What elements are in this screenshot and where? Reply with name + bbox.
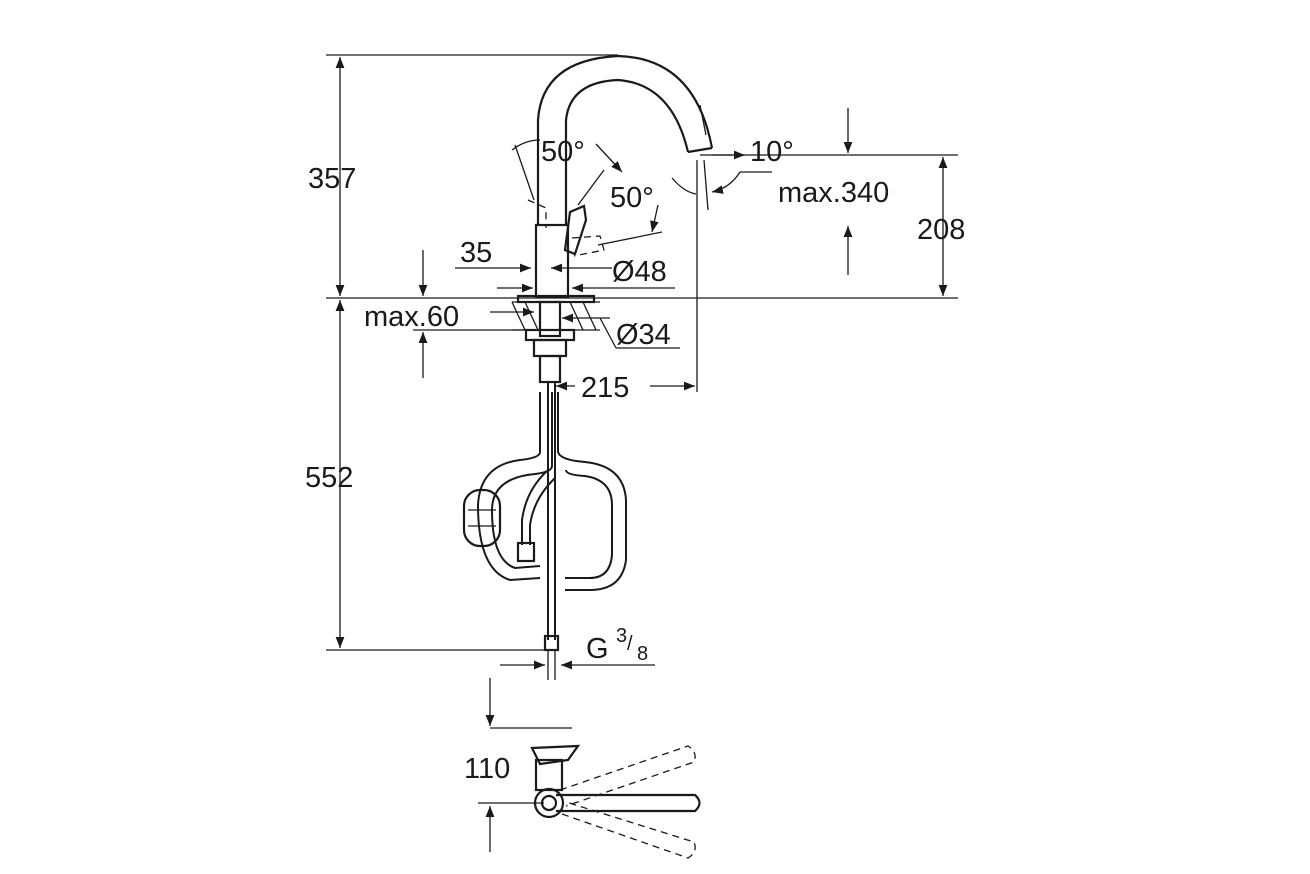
label-angle-50-lever: 50° [610, 182, 654, 214]
angle-arrow-lever [650, 204, 659, 233]
top-view-lever [530, 744, 581, 766]
label-max60: max.60 [364, 301, 459, 333]
angle-line-right [577, 169, 605, 206]
tilt-arc-left [671, 177, 697, 195]
hose-loop-outer-left [476, 392, 541, 582]
top-view-spout-arm [556, 793, 701, 813]
angle-arc-left [511, 139, 541, 151]
label-357: 357 [308, 163, 356, 195]
label-552: 552 [305, 462, 353, 494]
lever-alt-down [571, 235, 605, 257]
spout-inner-curve [564, 78, 690, 225]
top-view-swivel-up [559, 745, 696, 807]
pull-out-seam [699, 104, 707, 136]
reference-lines [326, 54, 958, 651]
angle-arrow-50 [595, 143, 623, 173]
vertical-dimensions [335, 57, 948, 648]
spout-outer-curve [536, 54, 714, 225]
lock-nut [532, 338, 568, 358]
label-connection-denominator: 8 [637, 643, 648, 665]
label-215: 215 [581, 372, 629, 404]
faucet-body [534, 223, 570, 299]
label-angle-50-top: 50° [541, 136, 585, 168]
label-110: 110 [464, 753, 510, 785]
label-diameter-48: Ø48 [612, 256, 667, 288]
label-208: 208 [917, 214, 965, 246]
label-connection-numerator: 3 [616, 625, 627, 647]
angle-line-left [514, 144, 535, 201]
cold-supply-nut [516, 541, 536, 563]
spout-outlet-tip [687, 146, 713, 154]
hose-weight [462, 488, 502, 548]
tilt-line [703, 159, 709, 211]
top-view-swivel-down [561, 801, 696, 859]
cold-supply-hose [521, 469, 549, 545]
label-connection-g: G [586, 633, 609, 665]
dimension-labels: 357 552 50° 50° 10° max.340 208 35 Ø48 m… [305, 136, 965, 785]
cold-supply-hose-2 [529, 477, 556, 545]
horizontal-dimensions [455, 263, 695, 670]
label-angle-10: 10° [750, 136, 794, 168]
tilt-arrow-right [711, 171, 741, 194]
dim-leader-34 [599, 317, 617, 349]
hose-loop-inner-right [565, 469, 613, 579]
angle-line-lever [597, 231, 663, 246]
lever-handle [563, 204, 588, 256]
threaded-shank [538, 300, 562, 338]
label-diameter-34: Ø34 [616, 319, 671, 351]
hose-loop-outer-right [557, 392, 627, 591]
label-connection-slash: / [627, 633, 633, 655]
lever-alt-left [527, 199, 547, 228]
shank-tail [538, 354, 562, 384]
supply-nut [543, 634, 560, 652]
top-view-spout-ring [533, 787, 565, 819]
label-35: 35 [460, 237, 492, 269]
label-max340: max.340 [778, 177, 889, 209]
deck-hatch [511, 301, 597, 331]
top-view-spout-core [540, 794, 558, 812]
faucet-side-view [462, 54, 772, 680]
faucet-top-view [478, 678, 701, 859]
